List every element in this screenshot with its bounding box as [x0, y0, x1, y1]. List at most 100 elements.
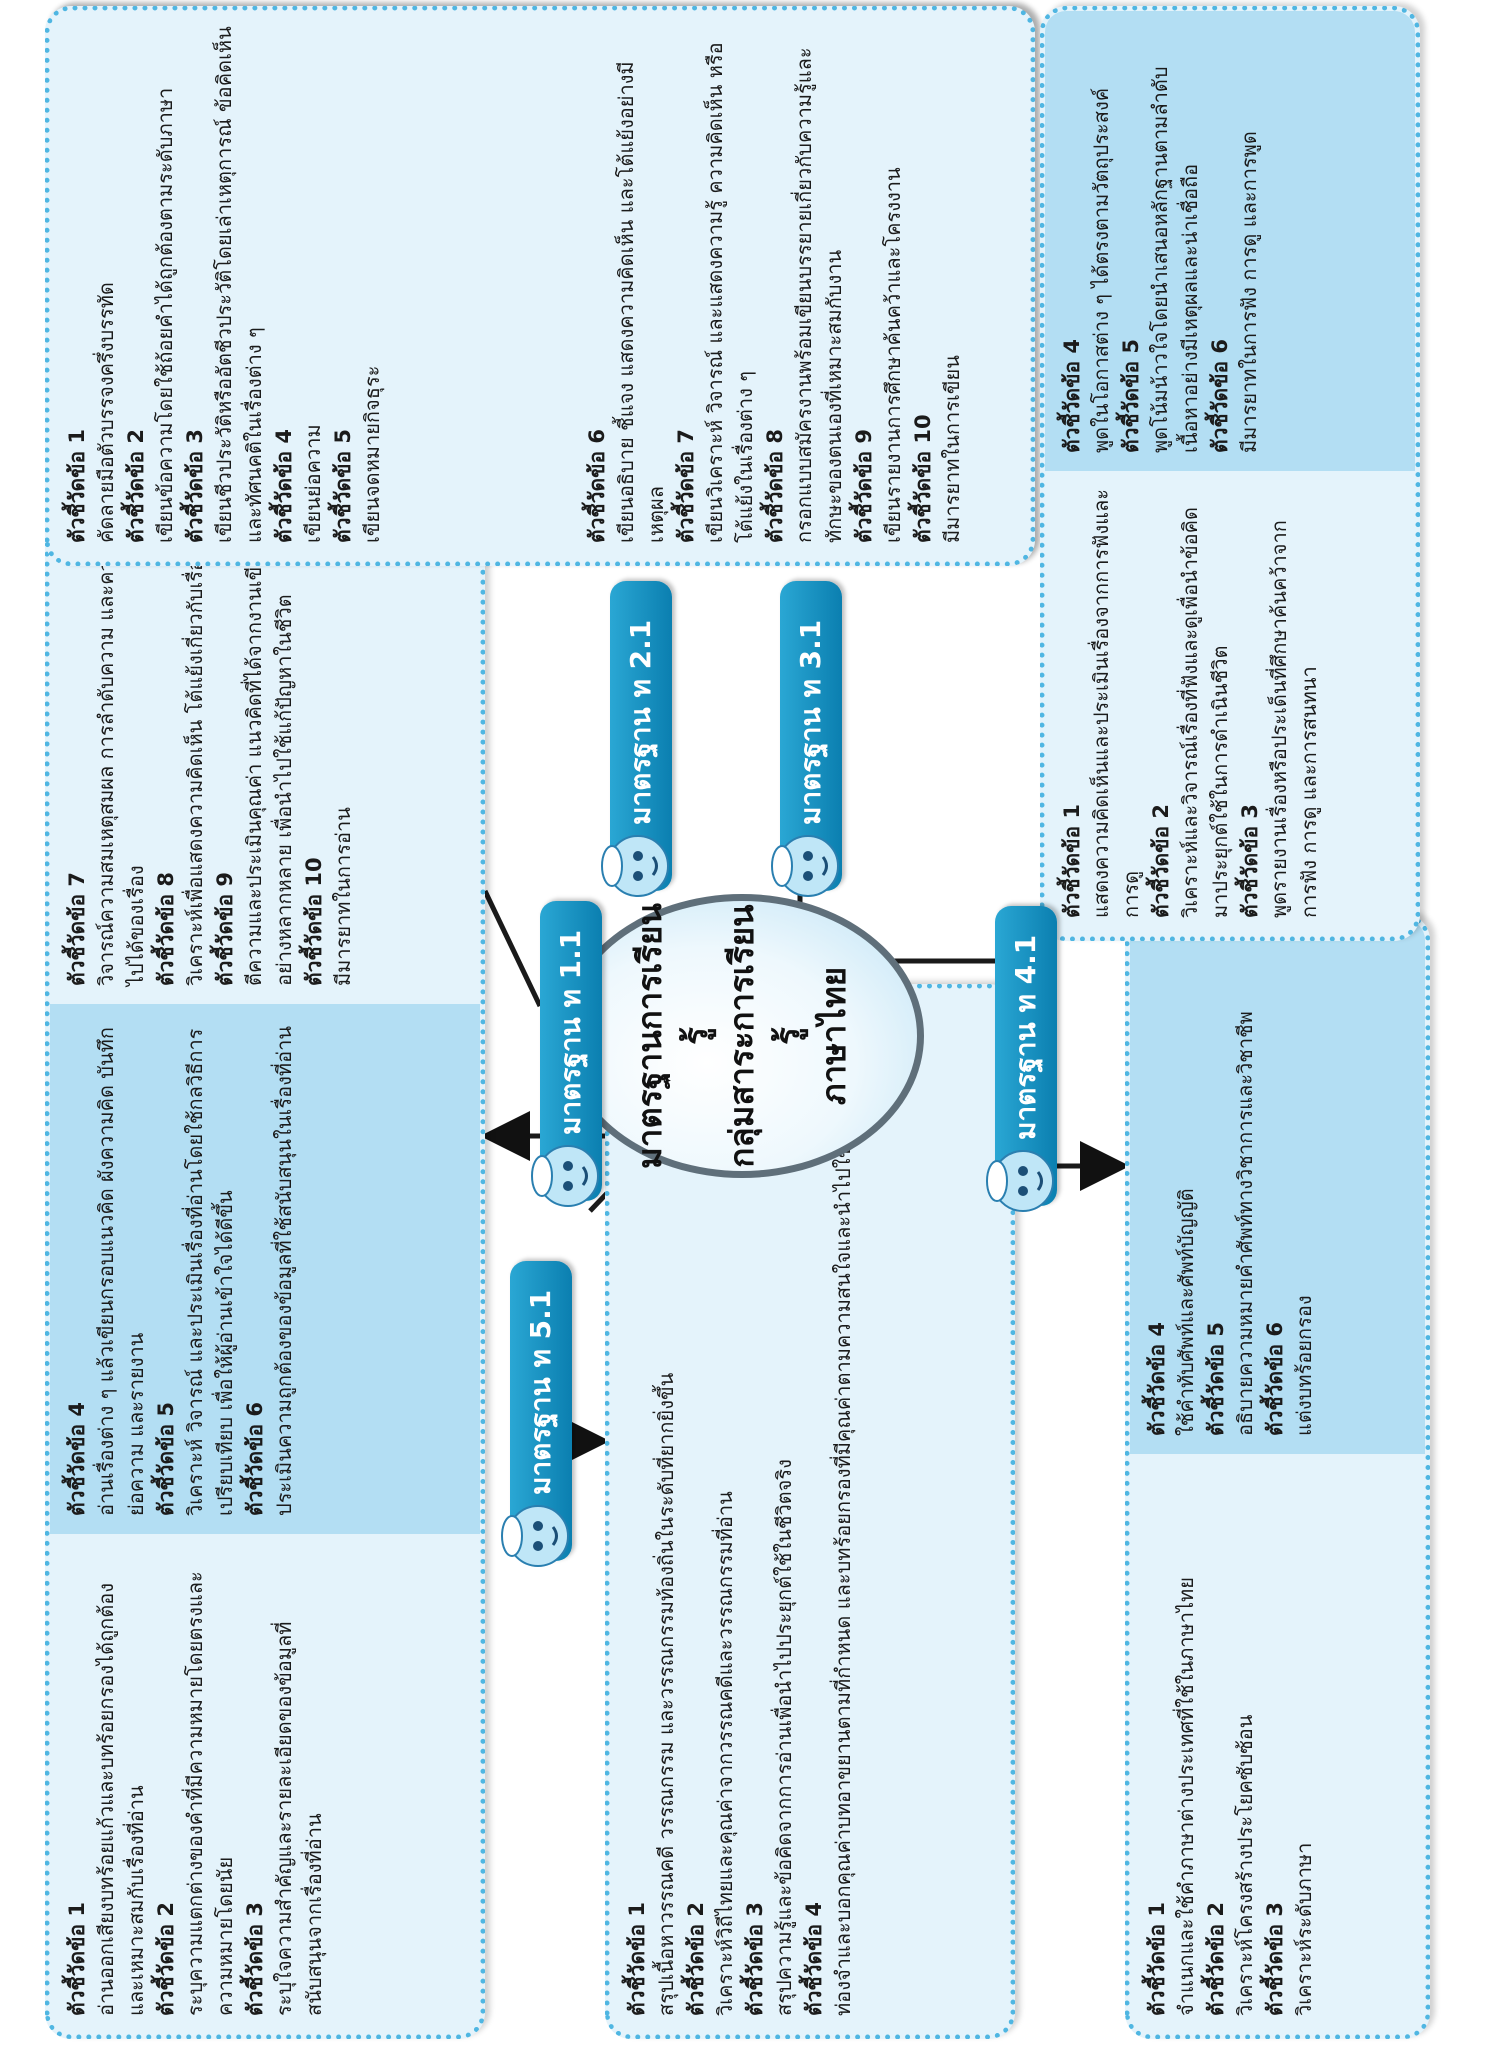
badge-label: มาตรฐาน ท 5.1: [524, 1289, 557, 1495]
indicator-label: ตัวชี้วัดข้อ 2: [1149, 803, 1173, 918]
badge-standard-2-1: มาตรฐาน ท 2.1: [601, 581, 672, 897]
mascot-icon: [598, 831, 676, 901]
indicator-label: ตัวชี้วัดข้อ 6: [1208, 338, 1232, 453]
indicator-label: ตัวชี้วัดข้อ 3: [183, 428, 207, 543]
indicator-text: เขียนอธิบาย ชี้แจง แสดงความคิดเห็น และโต…: [614, 61, 668, 543]
mascot-icon: [498, 1501, 576, 1571]
indicator-text: ระบุความแตกต่างของคำที่มีความหมายโดยตรงแ…: [183, 1571, 237, 2016]
indicator-label: ตัวชี้วัดข้อ 2: [154, 1901, 178, 2016]
center-title-line-2: กลุ่มสาระการเรียนรู้: [722, 904, 807, 1168]
indicator-label: ตัวชี้วัดข้อ 3: [1263, 1901, 1287, 2016]
indicator-label: ตัวชี้วัดข้อ 2: [1204, 1901, 1228, 2016]
indicator-label: ตัวชี้วัดข้อ 9: [852, 428, 876, 543]
connector-21: [482, 889, 543, 1008]
mascot-icon: [983, 1146, 1061, 1216]
center-title-line-1: มาตรฐานการเรียนรู้: [630, 903, 715, 1169]
indicator-text: เขียนชีวประวัติหรืออัตชีวประวัติโดยเล่าเ…: [212, 26, 266, 543]
indicator-label: ตัวชี้วัดข้อ 5: [1119, 338, 1143, 453]
indicator-label: ตัวชี้วัดข้อ 6: [243, 1401, 267, 1516]
indicator-label: ตัวชี้วัดข้อ 3: [243, 1901, 267, 2016]
indicator-text: มีมารยาทในการเขียน: [940, 355, 964, 543]
indicator-text: เขียนรายงานการศึกษาค้นคว้าและโครงงาน: [881, 167, 905, 543]
indicator-label: ตัวชี้วัดข้อ 4: [1145, 1321, 1169, 1436]
indicator-text: วิเคราะห์ระดับภาษา: [1292, 1842, 1316, 2016]
indicator-text: วิจารณ์ความสมเหตุสมผล การลำดับความ และคว…: [94, 502, 148, 986]
indicator-text: พูดในโอกาสต่าง ๆ ได้ตรงตามวัตถุประสงค์: [1089, 87, 1113, 453]
badge-label: มาตรฐาน ท 1.1: [554, 929, 587, 1135]
indicator-label: ตัวชี้วัดข้อ 8: [763, 428, 787, 543]
indicator-label: ตัวชี้วัดข้อ 4: [272, 428, 296, 543]
indicator-text: พูดรายงานเรื่องหรือประเด็นที่ศึกษาค้นคว้…: [1267, 520, 1321, 918]
indicator-label: ตัวชี้วัดข้อ 1: [1060, 803, 1084, 918]
mascot-icon: [768, 831, 846, 901]
badge-standard-4-1: มาตรฐาน ท 4.1: [986, 906, 1057, 1212]
indicator-text: เขียนวิเคราะห์ วิจารณ์ และแสดงความรู้ คว…: [703, 42, 757, 543]
indicator-text: วิเคราะห์โครงสร้างประโยคซับซ้อน: [1233, 1714, 1257, 2016]
indicator-text: มีมารยาทในการฟัง การดู และการพูด: [1237, 131, 1261, 453]
badge-standard-5-1: มาตรฐาน ท 5.1: [501, 1261, 572, 1567]
indicator-text: แสดงความคิดเห็นและประเมินเรื่องจากการฟัง…: [1089, 488, 1143, 918]
indicator-text: วิเคราะห์และวิจารณ์เรื่องที่ฟังและดูเพื่…: [1178, 506, 1232, 918]
indicator-label: ตัวชี้วัดข้อ 5: [331, 428, 355, 543]
indicator-text: เขียนย่อความ: [301, 424, 325, 543]
indicator-text: กรอกแบบสมัครงานพร้อมเขียนบรรยายเกี่ยวกับ…: [792, 47, 846, 543]
badge-label: มาตรฐาน ท 3.1: [794, 619, 827, 825]
indicator-text: เขียนจดหมายกิจธุระ: [360, 365, 384, 543]
indicator-label: ตัวชี้วัดข้อ 5: [154, 1401, 178, 1516]
indicator-label: ตัวชี้วัดข้อ 10: [302, 857, 326, 986]
center-title-ellipse: มาตรฐานการเรียนรู้ กลุ่มสาระการเรียนรู้ …: [560, 894, 924, 1178]
indicator-text: พูดโน้มน้าวใจโดยนำเสนอหลักฐานตามลำดับเนื…: [1148, 66, 1202, 453]
badge-label: มาตรฐาน ท 4.1: [1009, 934, 1042, 1140]
badge-standard-3-1: มาตรฐาน ท 3.1: [771, 581, 842, 897]
indicator-text: ประเมินความถูกต้องของข้อมูลที่ใช้สนับสนุ…: [272, 1026, 296, 1516]
indicator-label: ตัวชี้วัดข้อ 7: [674, 428, 698, 543]
indicator-text: จำแนกและใช้คำภาษาต่างประเทศที่ใช้ในภาษาไ…: [1174, 1577, 1198, 2016]
indicator-label: ตัวชี้วัดข้อ 1: [65, 428, 89, 543]
badge-label: มาตรฐาน ท 2.1: [624, 619, 657, 825]
indicator-label: ตัวชี้วัดข้อ 4: [65, 1401, 89, 1516]
indicator-text: อ่านเรื่องต่าง ๆ แล้วเขียนกรอบแนวคิด ผัง…: [94, 1027, 148, 1516]
indicator-label: ตัวชี้วัดข้อ 4: [1060, 338, 1084, 453]
indicator-text: แต่งบทร้อยกรอง: [1292, 1295, 1316, 1436]
indicator-text: วิเคราะห์ วิจารณ์ และประเมินเรื่องที่อ่า…: [183, 1028, 237, 1516]
indicator-label: ตัวชี้วัดข้อ 9: [213, 871, 237, 986]
mascot-icon: [528, 1141, 606, 1211]
indicator-label: ตัวชี้วัดข้อ 2: [124, 428, 148, 543]
indicator-text: เขียนข้อความโดยใช้ถ้อยคำได้ถูกต้องตามระด…: [153, 87, 177, 543]
indicator-label: ตัวชี้วัดข้อ 3: [1238, 803, 1262, 918]
